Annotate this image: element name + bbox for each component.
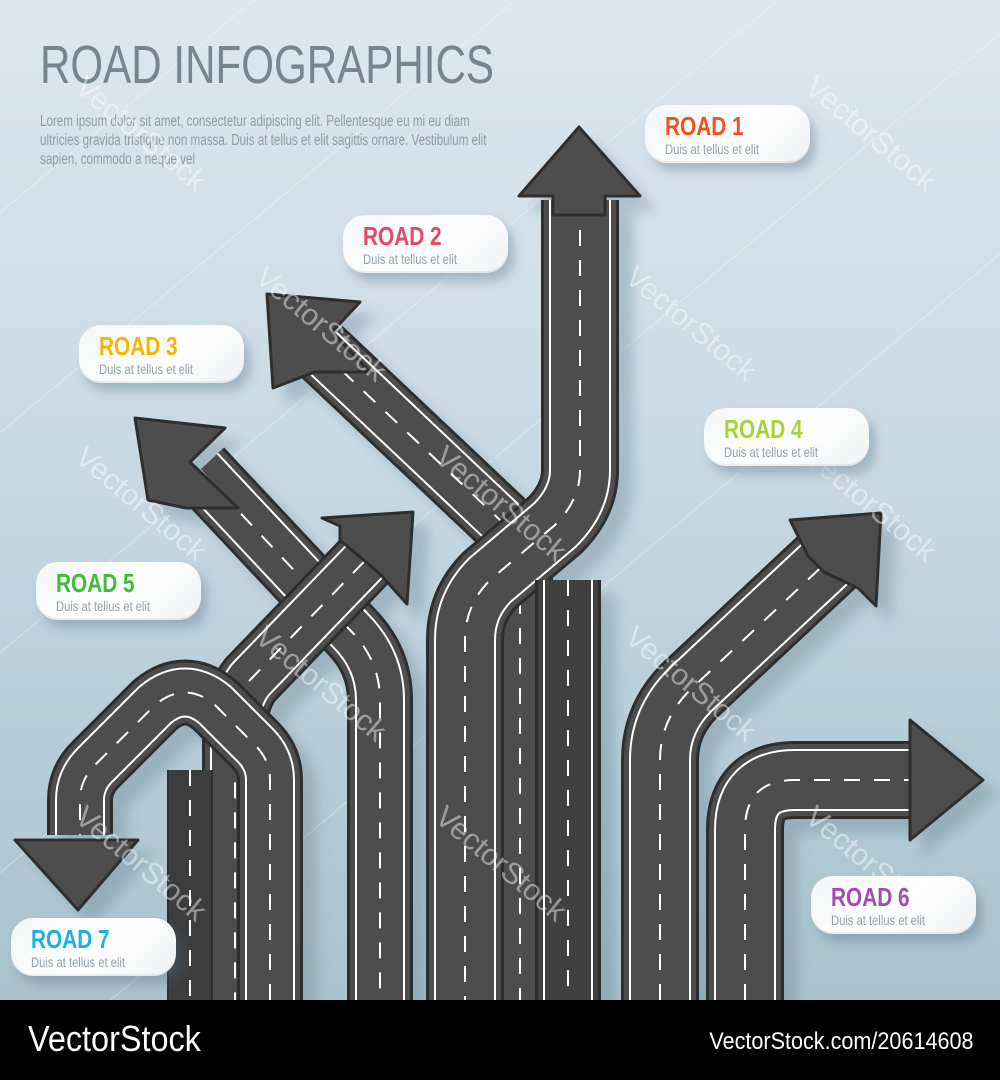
roads-illustration	[13, 125, 985, 1000]
road-2-subtitle: Duis at tellus et elit	[363, 251, 457, 267]
road-1-subtitle: Duis at tellus et elit	[665, 141, 759, 157]
road-1-title: ROAD 1	[665, 111, 744, 141]
intro-text: Lorem ipsum dolor sit amet, consectetur …	[40, 113, 487, 168]
road-4-label: ROAD 4 Duis at tellus et elit	[704, 408, 869, 466]
road-4-title: ROAD 4	[724, 414, 803, 444]
road-6-title: ROAD 6	[831, 882, 910, 912]
road-3-title: ROAD 3	[99, 331, 178, 361]
road-6-arrowhead	[908, 718, 985, 842]
road-5-title: ROAD 5	[56, 568, 135, 598]
road-1-arrowhead	[517, 125, 642, 217]
road-2-label: ROAD 2 Duis at tellus et elit	[343, 215, 508, 273]
footer-url: VectorStock.com/20614608	[709, 1028, 974, 1055]
road-5-label: ROAD 5 Duis at tellus et elit	[36, 562, 201, 620]
road-2-arrowhead	[265, 292, 372, 390]
road-2-title: ROAD 2	[363, 221, 442, 251]
road-7-label: ROAD 7 Duis at tellus et elit	[11, 918, 176, 976]
road-3-arrowhead	[133, 416, 240, 510]
road-1-label: ROAD 1 Duis at tellus et elit	[645, 105, 810, 163]
road-4-path	[621, 511, 883, 1000]
road-7-path	[13, 659, 303, 1000]
road-7-subtitle: Duis at tellus et elit	[31, 954, 125, 970]
road-6-path	[706, 718, 985, 1000]
infographic-canvas: ROAD INFOGRAPHICS Lorem ipsum dolor sit …	[0, 0, 1000, 1000]
road-5-arrowhead	[320, 510, 415, 606]
road-6-subtitle: Duis at tellus et elit	[831, 912, 925, 928]
road-3-subtitle: Duis at tellus et elit	[99, 361, 193, 377]
footer-brand: VectorStock	[28, 1018, 201, 1059]
page-title: ROAD INFOGRAPHICS	[40, 35, 495, 95]
road-6-label: ROAD 6 Duis at tellus et elit	[811, 876, 976, 934]
road-7-arrowhead	[13, 838, 140, 912]
footer-bar: VectorStock VectorStock.com/20614608	[0, 1000, 1000, 1080]
road-4-subtitle: Duis at tellus et elit	[724, 444, 818, 460]
road-3-path	[133, 416, 413, 1000]
road-3-label: ROAD 3 Duis at tellus et elit	[79, 325, 244, 383]
road-7-title: ROAD 7	[31, 924, 110, 954]
road-5-subtitle: Duis at tellus et elit	[56, 598, 150, 614]
road-4-arrowhead	[788, 511, 883, 608]
road-1-path	[426, 125, 642, 1000]
